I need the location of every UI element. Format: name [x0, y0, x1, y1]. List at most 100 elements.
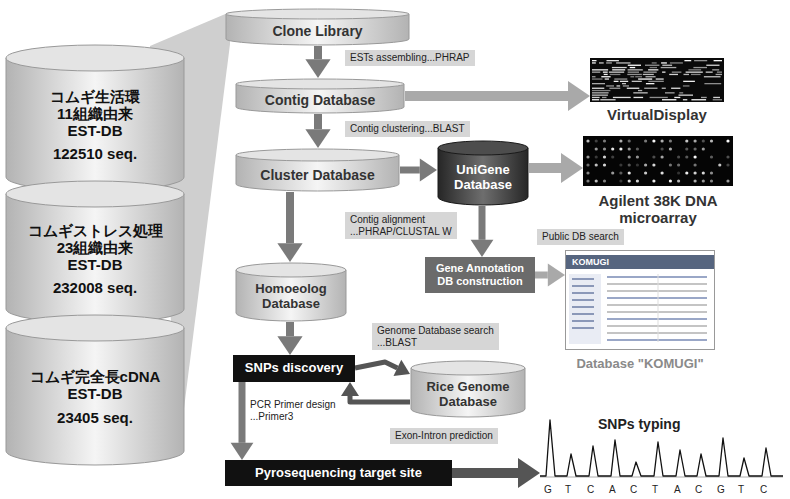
image-panel-part [683, 99, 687, 100]
node-text: UniGene Database [454, 163, 512, 193]
image-panel-part [592, 72, 600, 73]
image-panel-part [630, 67, 636, 68]
database-cylinder-part [6, 181, 184, 207]
step-label: Contig alignment ...PHRAP/CLUSTAL W [345, 212, 457, 239]
image-panel-part [613, 97, 631, 98]
image-panel-part [592, 62, 596, 63]
image-panel-part [645, 65, 659, 66]
image-panel-part [616, 62, 630, 63]
text-line: DB construction [436, 275, 524, 288]
screenshot-panel-part [607, 276, 707, 278]
image-panel-part [644, 88, 657, 89]
image-panel-part [661, 139, 664, 142]
image-panel-part [638, 90, 642, 91]
arrow-head [518, 458, 540, 488]
screenshot-panel-part [607, 311, 707, 313]
image-panel-part [595, 179, 598, 182]
image-panel-part [592, 95, 608, 96]
image-panel-part [590, 58, 724, 102]
node-text: Database "KOMUGI" [576, 357, 703, 372]
text-line: Homoeolog [255, 282, 327, 297]
image-panel-part [702, 147, 705, 150]
base-letter: C [760, 484, 767, 496]
connector-line [452, 468, 518, 478]
arrow-head [231, 443, 254, 460]
image-panel-part [595, 139, 598, 142]
image-panel-part [677, 155, 680, 158]
screenshot-panel-part [607, 318, 707, 320]
image-panel-part [611, 171, 614, 174]
node-text: コムギ生活環 11組織由来 EST-DB [50, 88, 140, 140]
image-panel-part [652, 62, 657, 63]
image-panel-part [686, 72, 703, 73]
image-panel-part [683, 81, 695, 82]
image-panel-part [638, 78, 652, 79]
database-cylinder-part [6, 315, 184, 341]
base-letter: C [695, 484, 702, 496]
base-letter: T [565, 484, 571, 496]
image-panel-part [643, 72, 656, 73]
pyrogram-chart: SNPs typing [540, 412, 785, 484]
image-panel-part [669, 163, 672, 166]
database-cylinder-part [6, 328, 184, 465]
base-letter: G [717, 484, 725, 496]
connector [405, 81, 590, 111]
database-cylinder: コムギ完全長cDNA EST-DB23405 seq. [5, 314, 185, 466]
text-line: Gene Annotation [436, 262, 524, 275]
image-panel-part [661, 67, 677, 68]
image-panel-part [595, 147, 598, 150]
image-panel-part [701, 97, 707, 98]
connector [471, 206, 494, 257]
step-label: PCR Primer design ...Primer3 [250, 399, 336, 422]
image-panel-part [662, 88, 666, 89]
database-cylinder-part [236, 79, 404, 89]
image-panel-part [635, 76, 642, 77]
image-panel-part [611, 155, 614, 158]
text-line: EST-DB [30, 385, 161, 402]
image-panel-part [619, 179, 622, 182]
image-panel-part [704, 83, 721, 84]
image-panel-part [726, 139, 729, 142]
step-label: Contig clustering...BLAST [345, 121, 470, 137]
database-cylinder-part [226, 9, 409, 19]
node-text: コムギストレス処理 23組織由来 EST-DB [28, 222, 163, 274]
image-panel-part [620, 81, 628, 82]
image-panel-part [670, 62, 683, 63]
image-panel-part [661, 62, 667, 63]
image-panel-part [661, 147, 664, 150]
node-text: Pyrosequencing target site [255, 466, 422, 481]
image-panel-part [644, 139, 647, 142]
image-panel-part [592, 88, 604, 89]
image-panel-part [669, 74, 678, 75]
screenshot-panel-part [607, 297, 707, 299]
image-panel-part [592, 90, 610, 91]
image-panel-part [684, 74, 690, 75]
text-line: Database [454, 178, 512, 193]
image-panel-part [583, 136, 733, 186]
image-panel-part [669, 147, 672, 150]
image-panel-part [592, 83, 605, 84]
image-panel-part [601, 76, 610, 77]
image-panel-part [592, 99, 599, 100]
database-cylinder-part [236, 149, 399, 161]
image-panel-part [617, 85, 621, 86]
text-line: Contig alignment [350, 214, 452, 226]
image-panel-part [586, 139, 589, 142]
text-line: Database [426, 395, 509, 410]
node-text: SNPs discovery [245, 361, 343, 376]
connector [231, 382, 254, 460]
node-text: Contig Database [265, 92, 375, 108]
image-panel-part [702, 179, 705, 182]
text-line: 23組織由来 [28, 239, 163, 256]
connector [400, 159, 437, 182]
image-panel-part [694, 179, 697, 182]
image-panel-part [603, 155, 606, 158]
image-panel-part [592, 60, 597, 61]
node-text: KOMUGI [572, 257, 609, 267]
image-panel-part [652, 163, 655, 166]
image-panel-part [586, 171, 589, 174]
screenshot-panel-part [658, 274, 659, 342]
image-panel-part [612, 67, 627, 68]
image-panel-part [630, 76, 634, 77]
